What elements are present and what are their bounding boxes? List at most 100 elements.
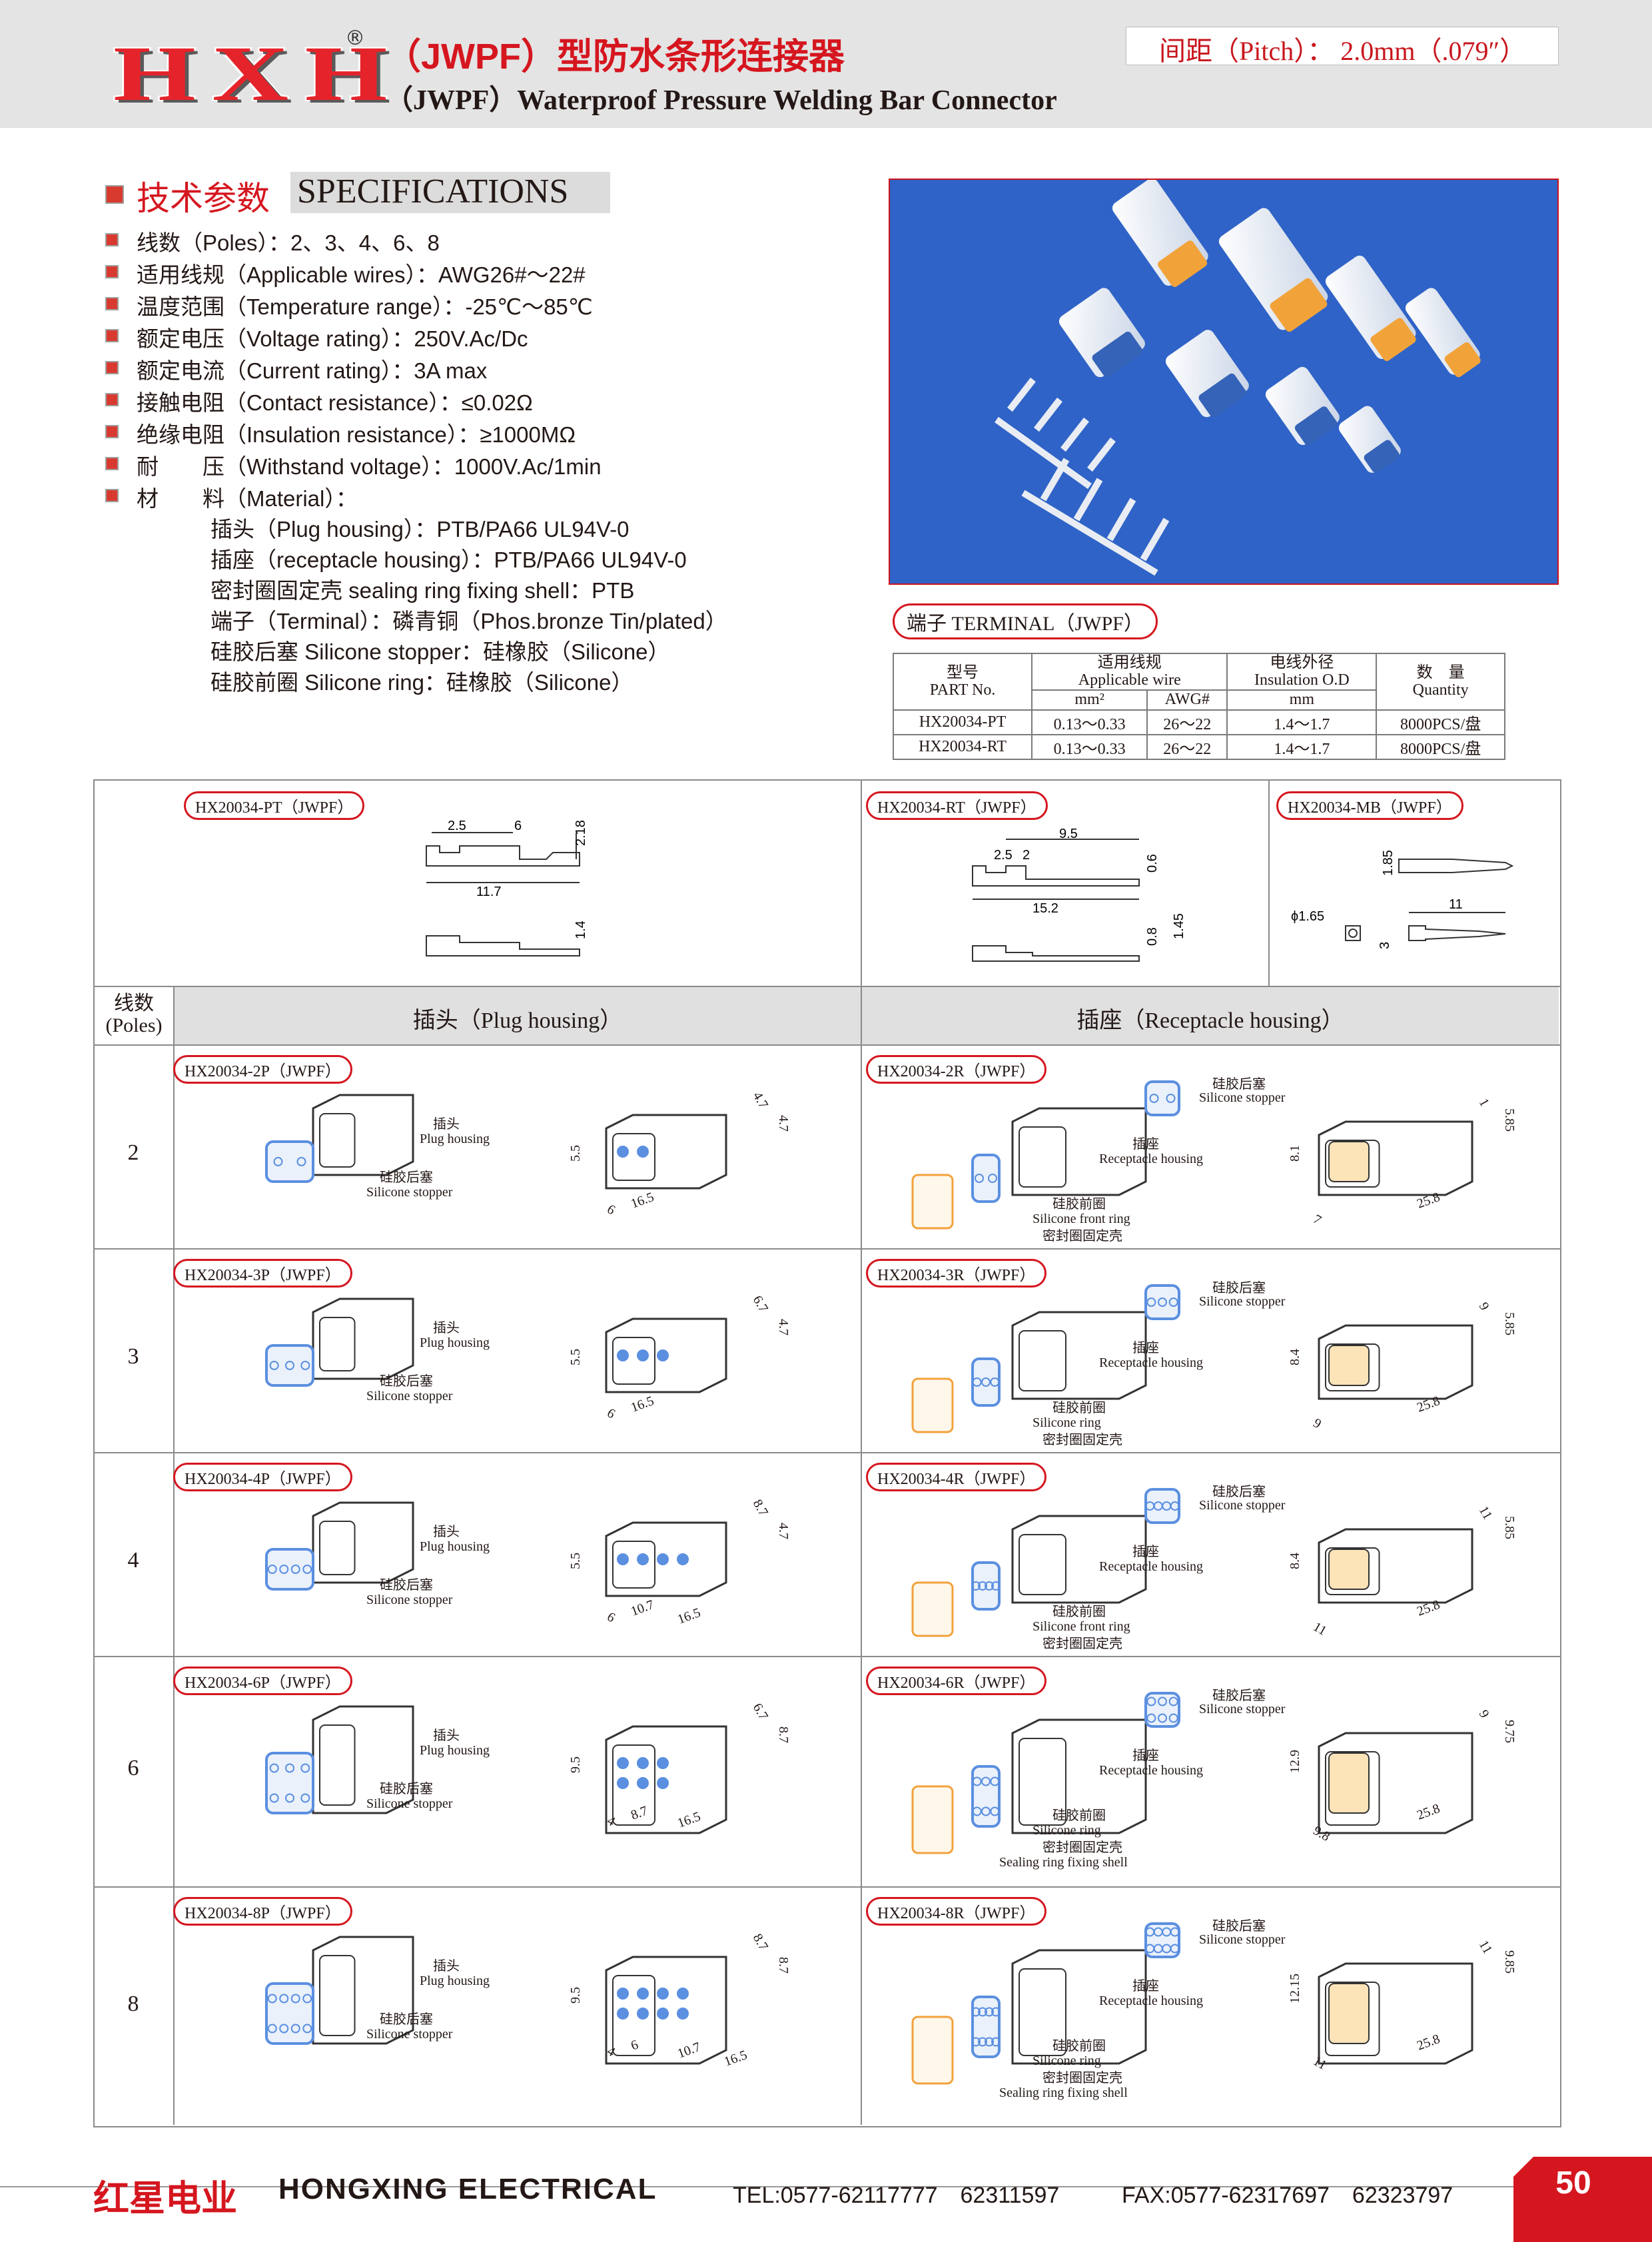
cell-mm2: 0.13～0.33 [1031, 709, 1148, 735]
dim-text: 9.85 [1502, 1950, 1517, 1974]
dim-text: 16.5 [629, 1190, 655, 1212]
stopper-hole [1158, 1696, 1167, 1706]
header-od-cn: 电线外径 [1270, 654, 1334, 671]
part-label-en: Sealing ring fixing shell [999, 2085, 1128, 2100]
header-qty-en: Quantity [1412, 681, 1469, 699]
contact-hole [657, 1777, 669, 1789]
stopper-hole [279, 2024, 289, 2034]
cell-part: HX20034-RT [892, 733, 1033, 760]
contact-hole [617, 1349, 629, 1361]
part-label-cn: 密封圈固定壳 [1042, 1228, 1122, 1244]
dim-text: 8.7 [776, 1957, 791, 1974]
housing-face [612, 1337, 655, 1385]
stopper-hole [990, 1377, 1000, 1387]
material-receptacle: 插座（receptacle housing）：PTB/PA66 UL94V-0 [210, 548, 687, 572]
header-awg: AWG# [1146, 689, 1228, 711]
stopper-hole [300, 1763, 310, 1773]
divider [861, 987, 862, 2125]
dim-text: 16.5 [675, 1605, 702, 1627]
dim-text: 4.7 [750, 1090, 771, 1112]
dim-text: 5.85 [1502, 1312, 1517, 1335]
dim-text: 8.4 [1288, 1553, 1302, 1569]
contact-hole [657, 1988, 669, 2000]
part-label-en: Plug housing [420, 1974, 490, 1988]
part-label-cn: 硅胶后塞 [1212, 1688, 1266, 1703]
bullet-square-icon [105, 185, 124, 204]
spec-wires: 适用线规（Applicable wires）：AWG26#～22# [137, 262, 586, 287]
dim-text: 1 [1476, 1096, 1492, 1110]
part-label-en: Silicone stopper [366, 1796, 453, 1811]
cell-awg: 26～22 [1146, 709, 1228, 735]
part-label-cn: 硅胶后塞 [380, 2012, 433, 2027]
header-wire-en: Applicable wire [1078, 671, 1181, 689]
silicone-stopper [971, 1154, 1001, 1203]
dim-text: 7 [1311, 1212, 1324, 1228]
part-label-cn: 密封圈固定壳 [1042, 1432, 1122, 1447]
stopper-hole [267, 1994, 277, 2004]
header-part-cn: 型号 [947, 664, 979, 681]
contact-hole [637, 1146, 649, 1158]
housing-face [1325, 1140, 1380, 1188]
part-label-cn: 密封圈固定壳 [1042, 1636, 1122, 1651]
table-row: HX20034-RT 0.13～0.33 26～22 1.4～1.7 8000P… [892, 733, 1505, 760]
dim-text: 11.7 [476, 885, 501, 899]
table-row: HX20034-PT 0.13～0.33 26～22 1.4～1.7 8000P… [892, 709, 1505, 735]
material-shell: 密封圈固定壳 sealing ring fixing shell：PTB [210, 578, 635, 603]
stopper-hole [1170, 1501, 1180, 1511]
housing-face [319, 1521, 356, 1575]
dim-text: 10.7 [629, 1597, 655, 1619]
header-part-en: PART No. [929, 681, 996, 699]
material-stopper: 硅胶后塞 Silicone stopper：硅橡胶（Silicone） [210, 639, 670, 664]
terminal-pt-drawing: 2.5 6 11.7 2.18 1.4 [426, 819, 588, 956]
dim-text: 8.7 [750, 1497, 771, 1519]
dim-text: 11 [1449, 897, 1463, 912]
housing-face [319, 1113, 356, 1168]
stopper-hole [991, 2037, 1001, 2047]
sealing-shell [911, 2016, 954, 2085]
hxh-logo: HXH [113, 30, 404, 117]
housing-face [1325, 1547, 1380, 1595]
header-qty-cn: 数 量 [1416, 664, 1465, 681]
dim-text: ϕ1.65 [1291, 909, 1324, 924]
stopper-hole [1149, 1094, 1159, 1103]
part-label-cn: 插头 [433, 1958, 460, 1974]
company-name-en: HONGXING ELECTRICAL [278, 2173, 657, 2205]
sealing-shell [911, 1174, 954, 1230]
housing-face [612, 1541, 655, 1589]
dim-text: 1.4 [574, 921, 588, 939]
part-label-cn: 插座 [1132, 1748, 1159, 1763]
receptacle-part-label: HX20034-6R（JWPF） [866, 1667, 1047, 1695]
housing-face [612, 1975, 655, 2056]
divider [95, 1044, 1560, 1046]
silicone-stopper [265, 1344, 314, 1387]
part-label-cn: 插头 [433, 1728, 460, 1743]
part-label-en: Sealing ring fixing shell [999, 1855, 1128, 1870]
stopper-hole [988, 1174, 997, 1183]
silicone-stopper [971, 1996, 1001, 2058]
contact-hole [637, 1988, 649, 2000]
part-label-en: Sealing ring fixing shell [999, 1651, 1128, 1652]
part-label-cn: 硅胶前圈 [1052, 1196, 1106, 1212]
stopper-hole [1168, 1298, 1178, 1307]
bullet-square-icon [105, 393, 119, 406]
stopper-hole [1168, 1696, 1178, 1706]
bullet-square-icon [105, 361, 119, 374]
registered-mark: ® [345, 27, 365, 50]
dim-text: 11 [1311, 1619, 1330, 1639]
stopper-hole [1146, 1298, 1156, 1307]
housing-face [1325, 1982, 1380, 2056]
contact-hole [677, 2008, 689, 2020]
part-label-cn: 插座 [1132, 1978, 1159, 1994]
bullet-square-icon [105, 297, 119, 310]
part-label-cn: 硅胶后塞 [380, 1373, 433, 1389]
plug-part-label: HX20034-8P（JWPF） [173, 1897, 352, 1926]
footer-rule [0, 2186, 1652, 2187]
housing-face [1019, 1738, 1066, 1826]
